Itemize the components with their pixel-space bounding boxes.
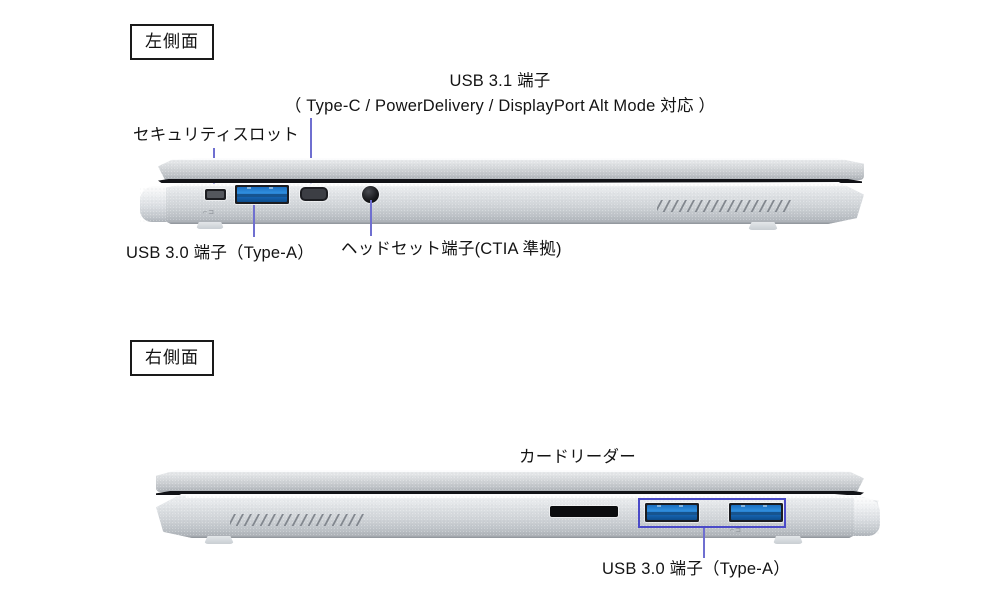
callout-security-slot: セキュリティスロット	[133, 126, 300, 144]
chassis-marking-right: ⌐⊐	[730, 527, 742, 534]
lid-highlight	[158, 158, 864, 160]
leader-line-usb30-type-a	[253, 205, 255, 237]
laptop-lid	[156, 470, 864, 492]
lid-base-gap	[156, 491, 864, 495]
base-shine	[186, 495, 862, 498]
leader-line-usb30-type-a-right	[703, 528, 705, 558]
usb-c-port	[300, 187, 328, 201]
callout-headset-jack: ヘッドセット端子(CTIA 準拠)	[341, 240, 562, 258]
section-tag-left-side: 左側面	[130, 24, 214, 60]
lid-base-gap	[158, 179, 862, 183]
usb-ports-highlight-box	[638, 498, 786, 528]
headset-jack-port	[362, 186, 379, 203]
callout-card-reader: カードリーダー	[519, 448, 636, 466]
leader-line-headset-jack	[370, 200, 372, 236]
security-slot-port	[205, 189, 226, 200]
laptop-left-side-view: ⌐⊐	[140, 158, 880, 230]
laptop-foot-right	[748, 222, 778, 230]
section-tag-right-side: 右側面	[130, 340, 214, 376]
callout-usb31-subtitle: （ Type-C / PowerDelivery / DisplayPort A…	[284, 97, 716, 115]
lid-highlight	[156, 470, 864, 472]
usb-a-port	[235, 185, 289, 204]
laptop-foot-left	[204, 536, 234, 544]
laptop-foot-left	[196, 222, 224, 229]
base-bottom-edge	[180, 535, 870, 538]
leader-line-usb31	[310, 118, 312, 184]
laptop-right-end-cap	[854, 498, 880, 536]
callout-usb30-type-a-left: USB 3.0 端子（Type-A）	[126, 244, 314, 262]
callout-usb31-title: USB 3.1 端子	[449, 72, 551, 90]
cap-texture	[140, 186, 166, 222]
laptop-vent-grille	[230, 514, 370, 526]
lid-texture	[156, 470, 864, 492]
laptop-vent-grille	[657, 200, 797, 212]
laptop-foot-right	[773, 536, 803, 544]
card-reader-port	[550, 506, 618, 517]
usb-a-port-1	[645, 503, 699, 522]
cap-texture	[854, 498, 880, 536]
callout-usb30-type-a-right: USB 3.0 端子（Type-A）	[602, 560, 790, 578]
chassis-marking-left: ⌐⊐	[203, 209, 215, 216]
lid-texture	[158, 158, 864, 180]
base-bottom-edge	[156, 221, 850, 224]
usb-a-port-2	[729, 503, 783, 522]
laptop-lid	[158, 158, 864, 180]
base-shine	[160, 183, 850, 186]
laptop-left-end-cap	[140, 186, 166, 222]
